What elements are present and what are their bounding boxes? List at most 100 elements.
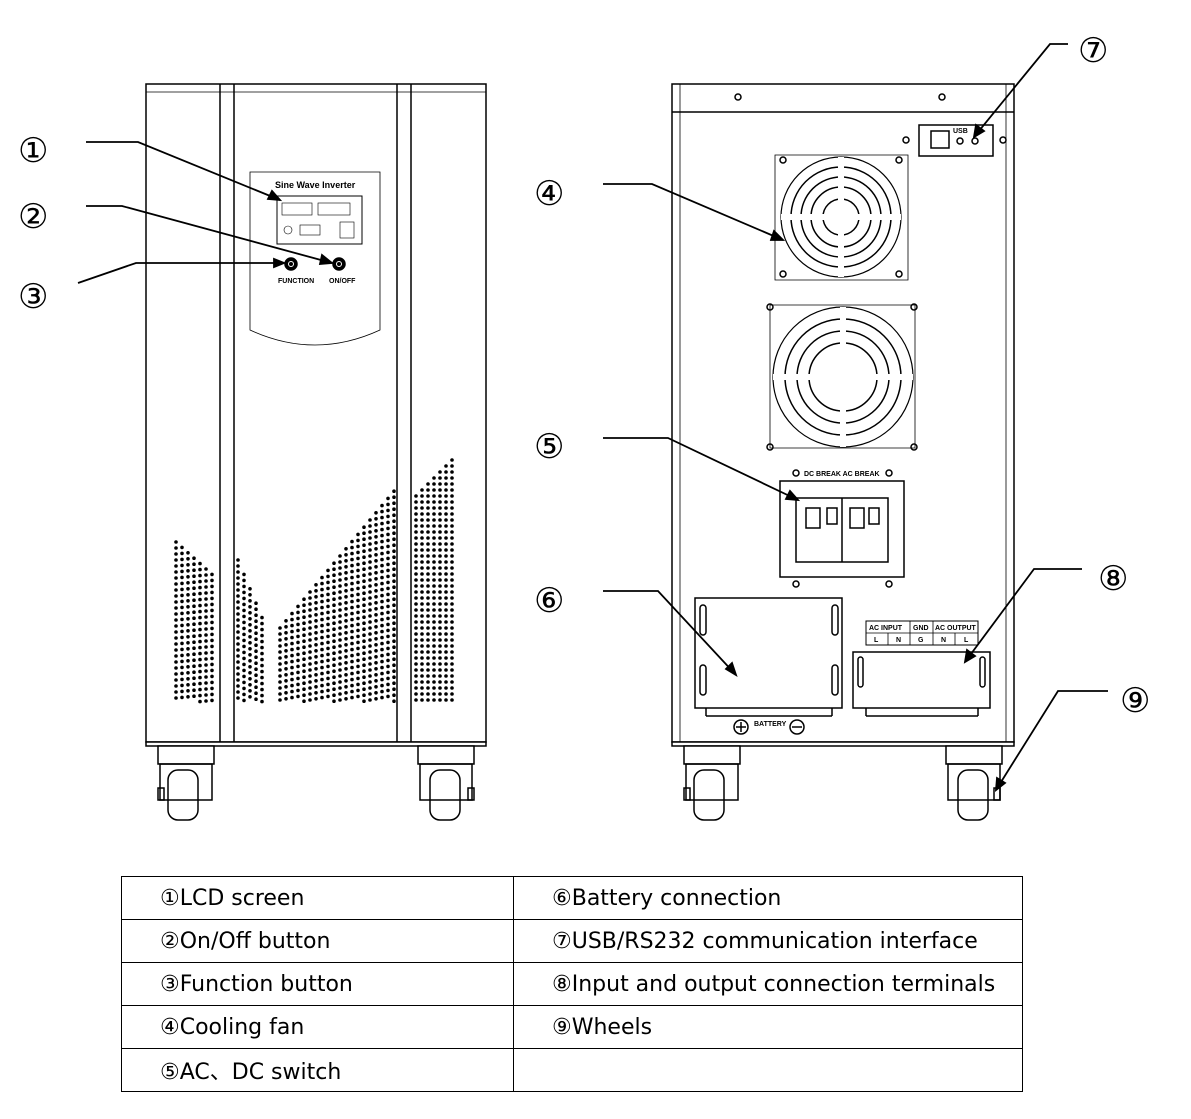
vent-hole (248, 689, 252, 693)
vent-hole (174, 600, 178, 604)
vent-hole (356, 562, 360, 567)
vent-hole (236, 606, 240, 610)
vent-hole (426, 686, 430, 690)
vent-hole (362, 603, 366, 607)
vent-hole (198, 633, 202, 638)
vent-hole (186, 641, 190, 645)
vent-hole (374, 643, 378, 647)
vent-hole (450, 530, 454, 534)
vent-hole (426, 518, 430, 522)
vent-hole (450, 554, 454, 558)
vent-hole (326, 586, 330, 591)
vent-hole (254, 613, 258, 617)
vent-hole (302, 615, 306, 619)
vent-hole (362, 633, 366, 637)
vent-hole (332, 609, 336, 613)
vent-hole (326, 580, 330, 585)
vent-hole (296, 616, 300, 621)
vent-hole (414, 584, 418, 588)
vent-hole (392, 537, 396, 541)
vent-hole (174, 588, 178, 592)
vent-hole (192, 604, 196, 608)
vent-hole (392, 681, 396, 685)
vent-hole (432, 542, 436, 546)
function-button[interactable] (284, 257, 298, 271)
vent-hole (432, 524, 436, 528)
vent-hole (426, 578, 430, 582)
vent-hole (332, 651, 336, 655)
vent-hole (420, 656, 424, 660)
vent-hole (350, 557, 354, 562)
vent-hole (420, 572, 424, 576)
vent-hole (338, 608, 342, 612)
vent-hole (444, 536, 448, 540)
vent-hole (386, 598, 390, 603)
ac-dc-switch[interactable]: DC BREAK AC BREAK (779, 469, 905, 588)
vent-hole (248, 695, 252, 699)
vent-hole (344, 685, 348, 689)
vent-hole (386, 562, 390, 567)
vent-hole (338, 656, 342, 660)
vent-hole (450, 602, 454, 606)
vent-hole (284, 643, 288, 647)
vent-hole (236, 636, 240, 640)
vent-hole (450, 584, 454, 588)
vent-hole (254, 625, 258, 629)
vent-hole (386, 502, 390, 507)
vent-hole (260, 639, 264, 644)
vent-hole (308, 632, 312, 636)
vent-hole (374, 637, 378, 641)
vent-hole (350, 605, 354, 610)
vent-hole (242, 662, 246, 667)
vent-hole (248, 623, 252, 627)
vent-hole (386, 514, 390, 519)
vent-hole (344, 553, 348, 557)
callout-9: ⑨ (1120, 681, 1150, 721)
vent-hole (204, 585, 208, 589)
vent-hole (180, 653, 184, 658)
usb-port[interactable] (930, 130, 950, 149)
vent-hole (444, 698, 448, 702)
vent-hole (326, 640, 330, 645)
vent-hole (198, 651, 202, 656)
vent-hole (314, 619, 318, 623)
vent-hole (444, 560, 448, 564)
vent-hole (432, 572, 436, 576)
vent-hole (278, 662, 282, 666)
vent-hole (186, 575, 190, 579)
vent-hole (362, 639, 366, 643)
vent-hole (314, 697, 318, 701)
vent-hole (392, 507, 396, 512)
vent-hole (344, 637, 348, 641)
vent-hole (350, 683, 354, 688)
vent-hole (338, 692, 342, 696)
vent-hole (420, 500, 424, 504)
vent-hole (186, 587, 190, 591)
onoff-button[interactable] (332, 257, 346, 271)
vent-hole (260, 699, 264, 704)
vent-hole (450, 632, 454, 636)
vent-hole (380, 509, 384, 514)
vent-hole (174, 660, 178, 664)
vent-hole (432, 614, 436, 618)
vent-hole (186, 647, 190, 651)
vent-hole (420, 590, 424, 594)
vent-hole (242, 656, 246, 661)
vent-hole (420, 626, 424, 630)
vent-hole (414, 644, 418, 648)
vent-hole (368, 608, 372, 612)
vent-hole (426, 524, 430, 528)
vent-hole (236, 618, 240, 622)
vent-hole (248, 635, 252, 639)
vent-hole (210, 572, 214, 577)
vent-hole (356, 574, 360, 579)
legend-cell: ③Function button (121, 962, 514, 1006)
front-wheel-right (417, 745, 475, 821)
vent-hole (350, 623, 354, 628)
vent-hole (374, 529, 378, 533)
vent-hole (380, 635, 384, 640)
vent-hole (236, 576, 240, 580)
vent-hole (290, 665, 294, 670)
vent-hole (198, 579, 202, 584)
vent-hole (332, 579, 336, 583)
